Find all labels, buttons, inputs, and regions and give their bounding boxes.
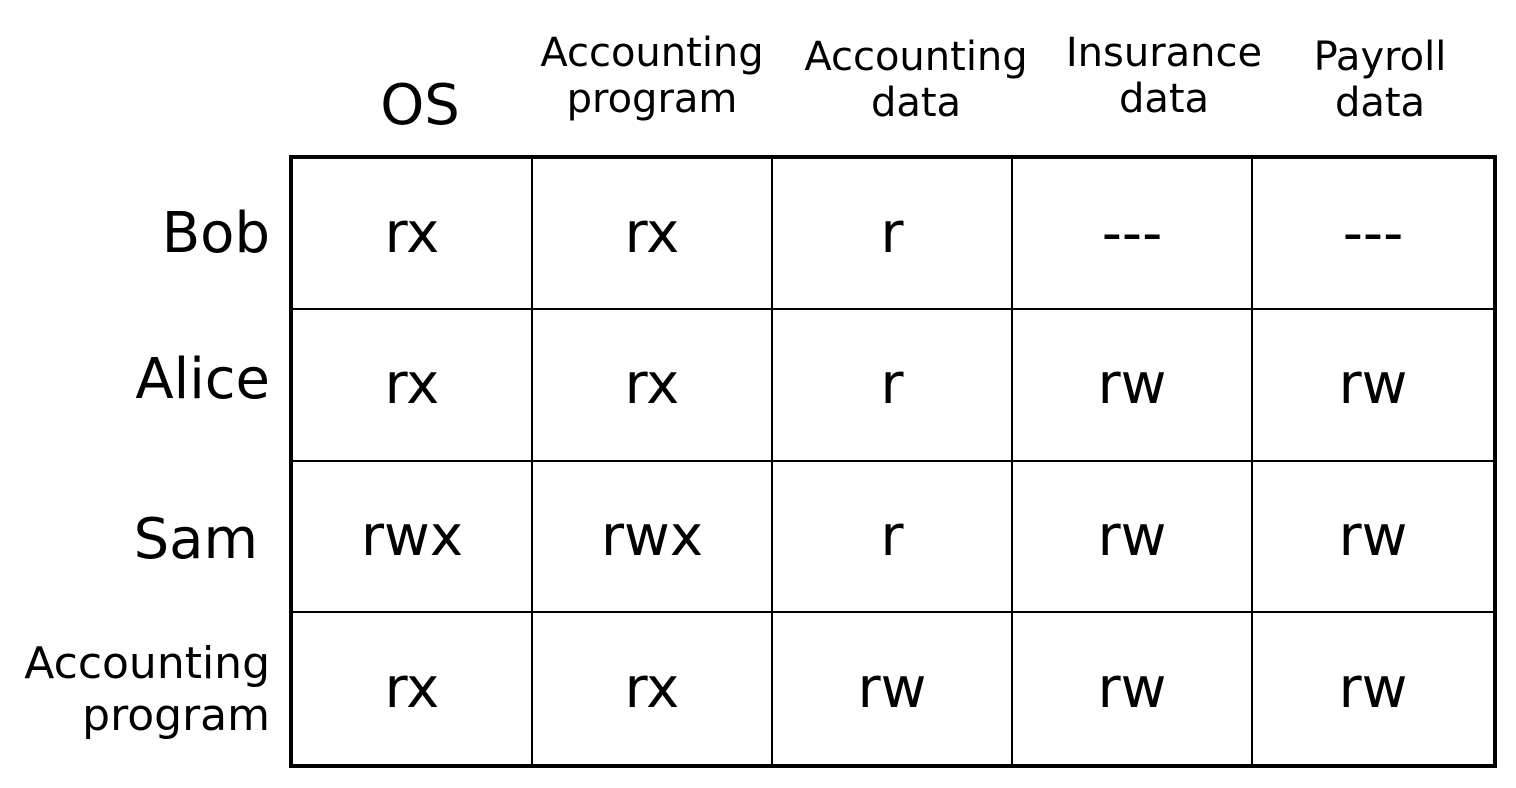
cell-accounting-program-accounting-data: rw: [773, 612, 1013, 764]
cell-sam-accounting-data: r: [773, 461, 1013, 613]
cell-bob-os: rx: [293, 159, 533, 311]
cell-bob-accounting-data: r: [773, 159, 1013, 311]
cell-accounting-program-accounting-program: rx: [533, 612, 773, 764]
row-label-sam: Sam: [133, 507, 258, 572]
cell-sam-os: rwx: [293, 461, 533, 613]
cell-bob-accounting-program: rx: [533, 159, 773, 311]
column-header-accounting-data: Accounting data: [804, 34, 1028, 126]
cell-alice-insurance-data: rw: [1013, 310, 1253, 462]
cell-alice-accounting-data: r: [773, 310, 1013, 462]
cell-alice-os: rx: [293, 310, 533, 462]
cell-alice-accounting-program: rx: [533, 310, 773, 462]
cell-sam-insurance-data: rw: [1013, 461, 1253, 613]
access-control-matrix: rx rx r --- --- rx rx r rw rw rwx rwx r …: [289, 155, 1497, 768]
row-label-alice: Alice: [135, 347, 270, 412]
cell-sam-payroll-data: rw: [1253, 462, 1493, 613]
cell-alice-payroll-data: rw: [1253, 310, 1493, 462]
row-label-bob: Bob: [161, 201, 270, 266]
column-header-insurance-data: Insurance data: [1065, 30, 1263, 122]
cell-sam-accounting-program: rwx: [533, 461, 773, 613]
cell-accounting-program-payroll-data: rw: [1338, 655, 1408, 721]
cell-accounting-program-insurance-data: rw: [1013, 612, 1253, 764]
column-header-accounting-program: Accounting program: [540, 30, 764, 122]
cell-bob-payroll-data: ---: [1253, 159, 1493, 311]
cell-accounting-program-os: rx: [293, 612, 533, 764]
cell-bob-insurance-data: ---: [1013, 159, 1253, 311]
row-label-accounting-program: Accounting program: [24, 638, 270, 741]
column-header-payroll-data: Payroll data: [1313, 34, 1447, 126]
column-header-os: OS: [380, 73, 460, 138]
